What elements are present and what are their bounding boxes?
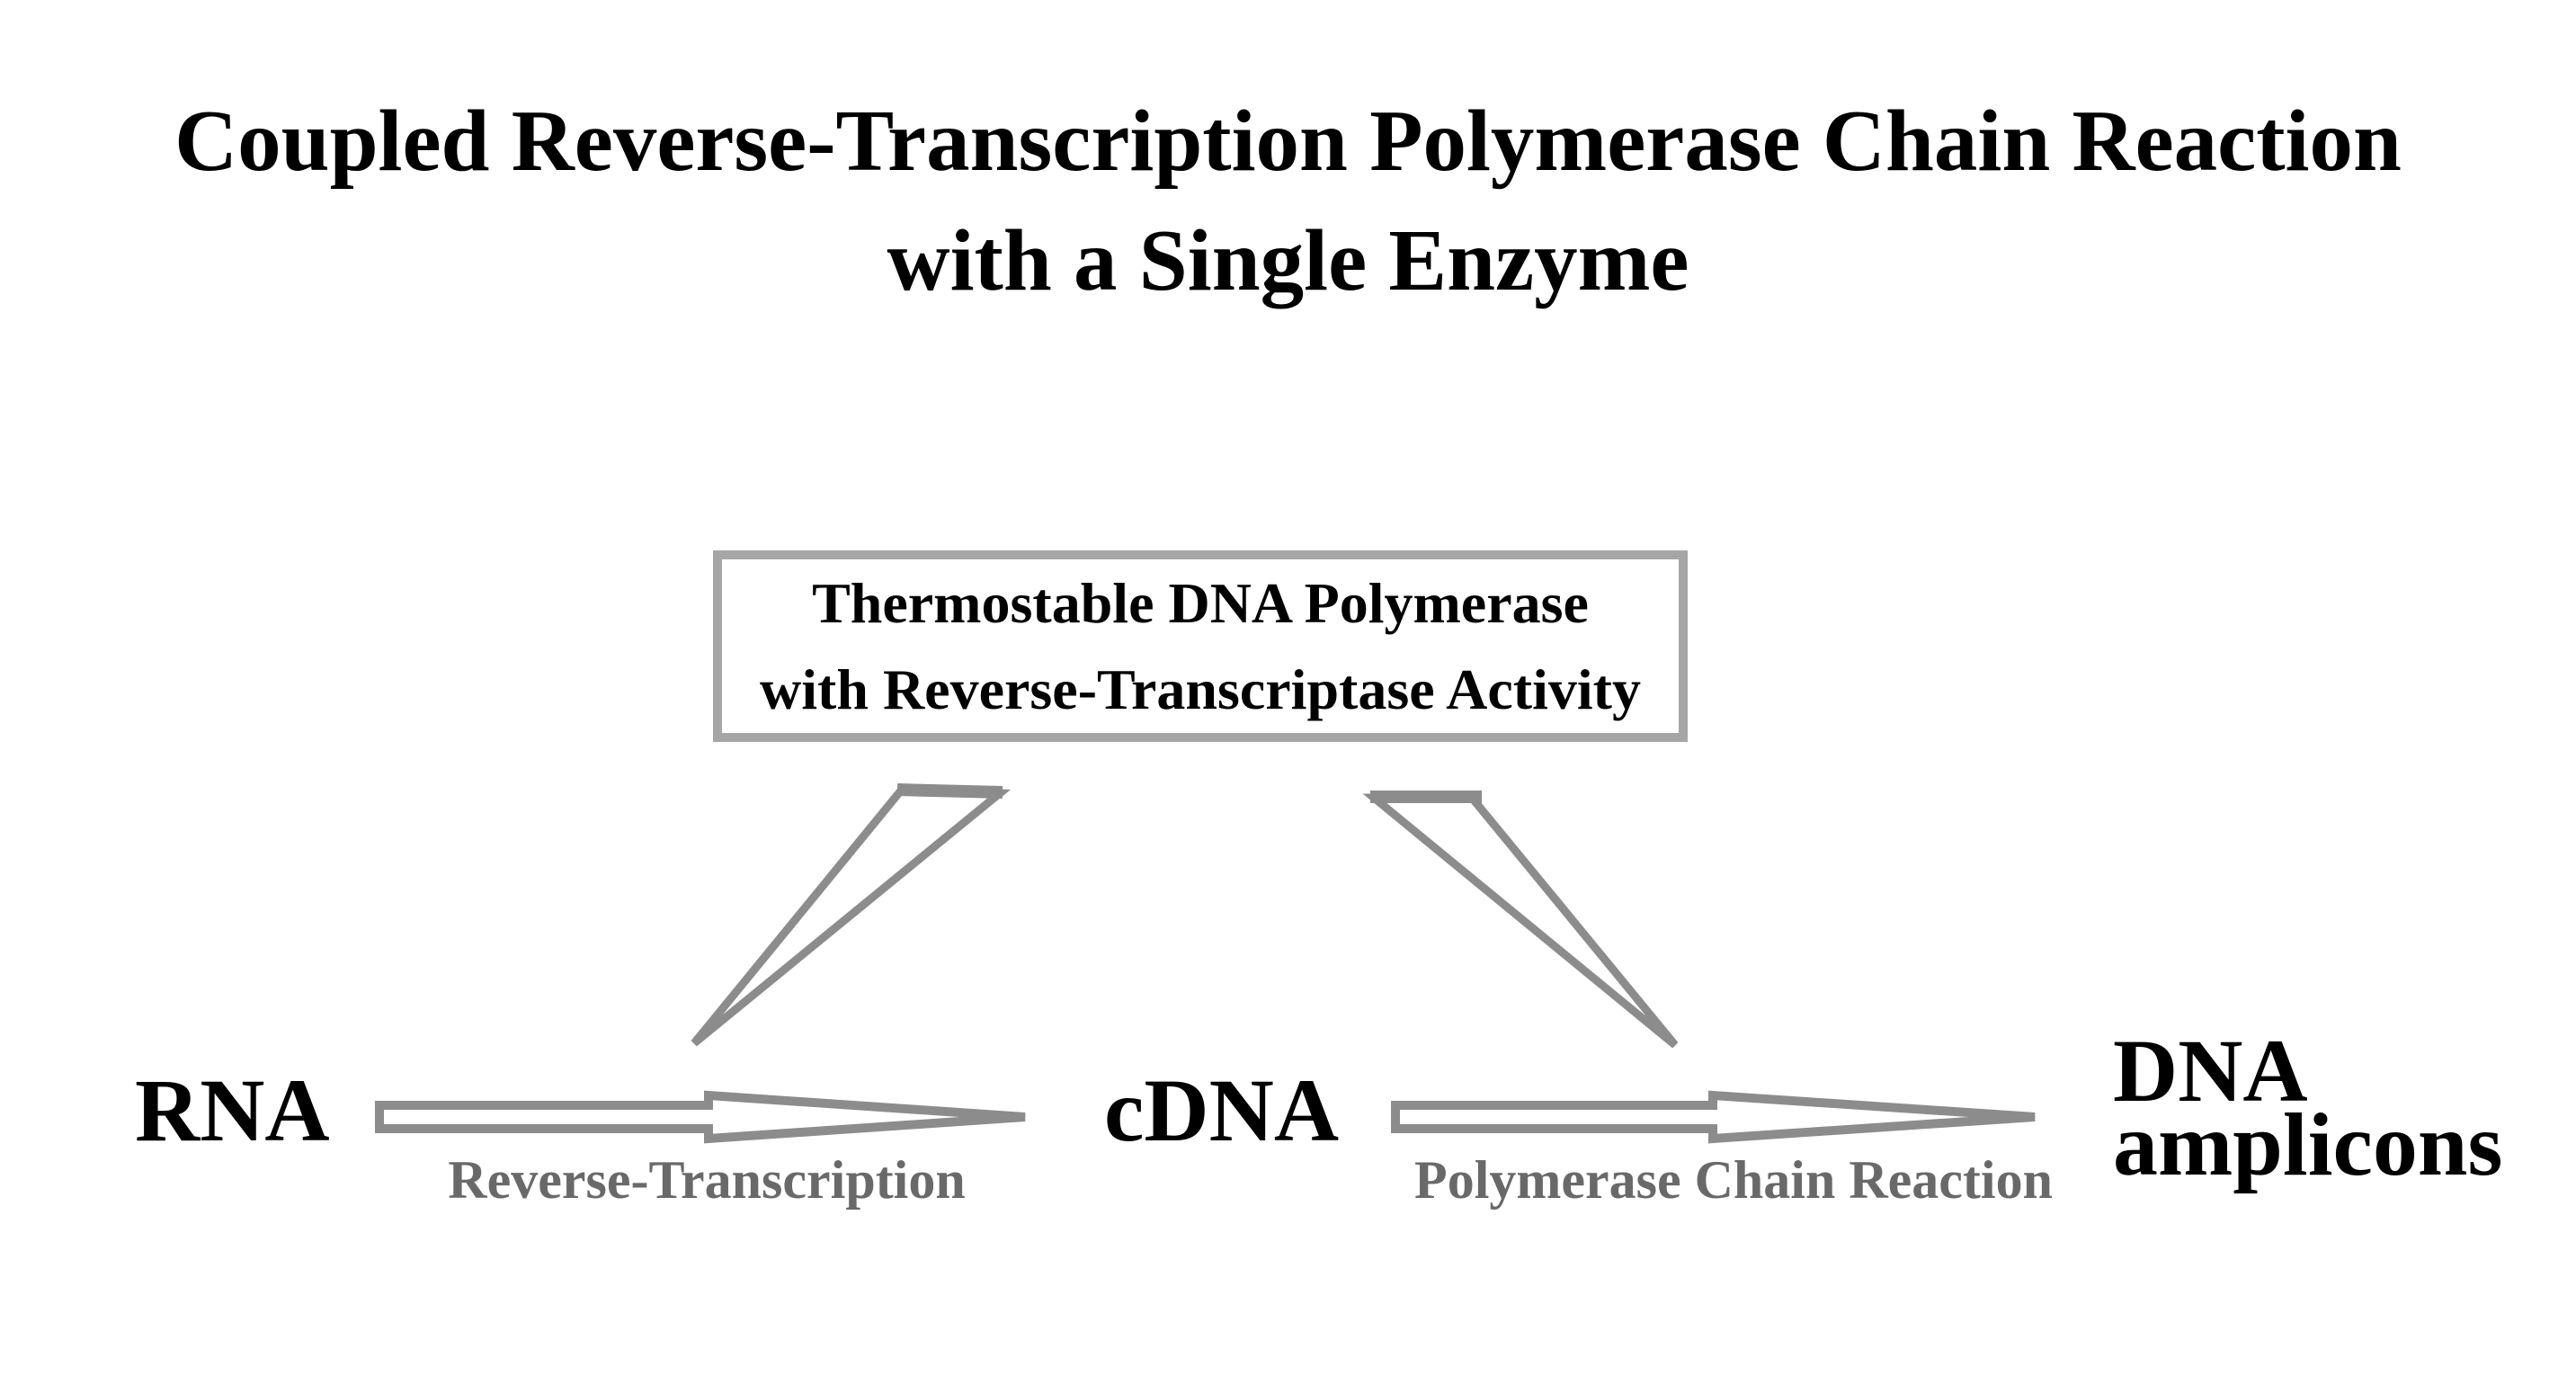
diagram-title-line1: Coupled Reverse-Transcription Polymerase… [174,93,2402,189]
dna-amplicons-line2: amplicons [2113,1095,2503,1194]
arrow-rna-to-cdna [375,1090,1026,1144]
enzyme-box-line1: Thermostable DNA Polymerase [812,570,1589,635]
diagram-title-line2: with a Single Enzyme [887,212,1689,308]
reverse-transcription-process-label: Reverse-Transcription [448,1150,966,1210]
cdna-node-label: cDNA [1104,1060,1340,1160]
right-wedge-pointer-shape [1362,793,1679,1049]
enzyme-box-line2: with Reverse-Transcriptase Activity [760,657,1641,721]
dna-amplicons-node-label: DNA amplicons [2113,1021,2503,1194]
dna-amplicons-line1: DNA [2113,1021,2308,1121]
left-wedge-pointer-shape [691,786,1012,1047]
pcr-process-label: Polymerase Chain Reaction [1414,1150,2053,1210]
left-wedge-top-bar [896,783,1003,799]
rna-node-label: RNA [135,1060,330,1160]
diagram-title: Coupled Reverse-Transcription Polymerase… [0,81,2576,320]
enzyme-box: Thermostable DNA Polymerase with Reverse… [713,550,1688,742]
arrow-cdna-to-amplicons [1391,1090,2036,1144]
